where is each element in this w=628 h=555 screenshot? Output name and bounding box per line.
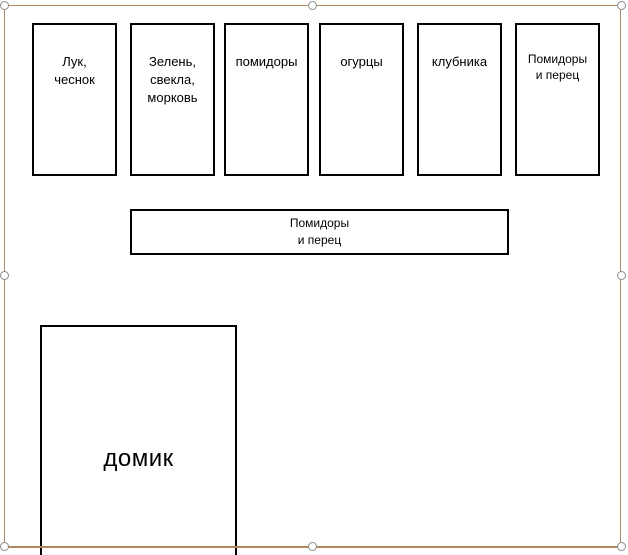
resize-handle-top-right[interactable] xyxy=(617,1,626,10)
resize-handle-top-left[interactable] xyxy=(0,1,9,10)
garden-bed-cucumbers[interactable]: огурцы xyxy=(319,23,404,176)
bed-label: Лук, чеснок xyxy=(54,54,95,87)
bed-label: Помидоры и перец xyxy=(289,216,350,247)
resize-handle-bottom-center[interactable] xyxy=(308,542,317,551)
bed-label: помидоры xyxy=(235,54,298,69)
bed-label: огурцы xyxy=(340,54,383,69)
resize-handle-middle-left[interactable] xyxy=(0,271,9,280)
bed-label: Зелень, свекла, морковь xyxy=(147,54,198,105)
house-label: домик xyxy=(103,445,174,472)
resize-handle-top-center[interactable] xyxy=(308,1,317,10)
garden-bed-tomatoes-pepper[interactable]: Помидоры и перец xyxy=(515,23,600,176)
bed-label: Помидоры и перец xyxy=(527,52,588,82)
garden-bed-long-tomatoes-pepper[interactable]: Помидоры и перец xyxy=(130,209,509,255)
resize-handle-bottom-right[interactable] xyxy=(617,542,626,551)
resize-handle-middle-right[interactable] xyxy=(617,271,626,280)
garden-bed-strawberry[interactable]: клубника xyxy=(417,23,502,176)
resize-handle-bottom-left[interactable] xyxy=(0,542,9,551)
garden-bed-greens-beet-carrot[interactable]: Зелень, свекла, морковь xyxy=(130,23,215,176)
house-shape[interactable]: домик xyxy=(40,325,237,555)
garden-bed-onion-garlic[interactable]: Лук, чеснок xyxy=(32,23,117,176)
bed-label: клубника xyxy=(431,54,488,69)
garden-bed-tomatoes[interactable]: помидоры xyxy=(224,23,309,176)
